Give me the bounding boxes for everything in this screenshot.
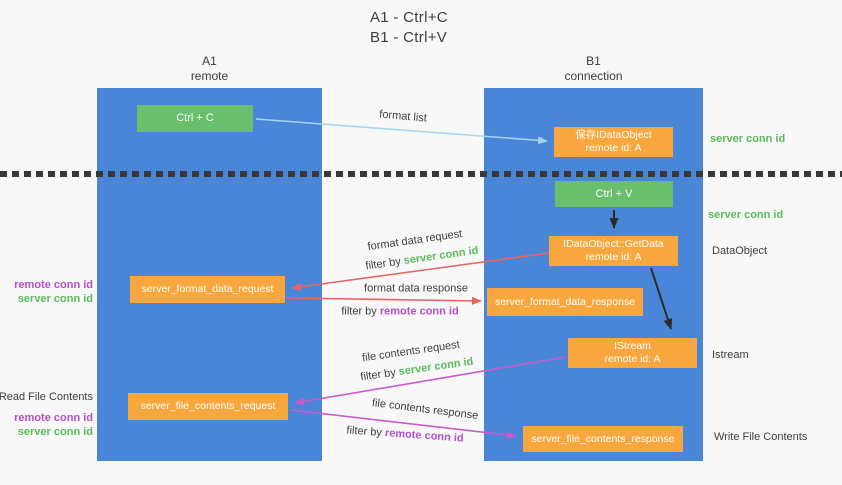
node-file-response-label: server_file_contents_response (531, 432, 675, 445)
node-format-response-label: server_format_data_response (494, 295, 636, 308)
title-line-paste: B1 - Ctrl+V (370, 29, 448, 46)
node-getdata-line1: IDataObject::GetData (563, 238, 664, 250)
filter-prefix: filter by (346, 424, 386, 440)
lane-header-b1: B1 connection (484, 54, 703, 84)
label-format-list: format list (378, 108, 428, 125)
label-filter-format-response: filter by remote conn id (341, 306, 458, 319)
annotation-istream: Istream (712, 349, 749, 361)
node-format-request-label: server_format_data_request (141, 283, 274, 295)
node-idataobject-getdata: IDataObject::GetData remote id: A (549, 236, 678, 266)
node-ctrl-c: Ctrl + C (137, 105, 253, 132)
annotation-server-conn-id-bottom: server conn id (17, 426, 93, 438)
node-file-request-label: server_file_contents_request (140, 400, 276, 412)
filter-key-server-conn-id: server conn id (402, 244, 480, 267)
node-ctrl-c-label: Ctrl + C (176, 112, 214, 124)
diagram-title: A1 - Ctrl+C B1 - Ctrl+V (370, 8, 448, 48)
node-ctrl-v-label: Ctrl + V (595, 187, 633, 200)
annotation-server-conn-id-mid: server conn id (708, 209, 784, 221)
annotation-read-file-contents: Read File Contents (0, 391, 93, 403)
node-istream-line2: remote id: A (604, 353, 661, 365)
lane-b1-subtitle: connection (564, 69, 623, 83)
filter-prefix: filter by (364, 255, 405, 273)
annotation-remote-conn-id-top: remote conn id (14, 279, 93, 291)
filter-key-remote-conn-id: remote conn id (384, 427, 464, 445)
annotation-dataobject: DataObject (712, 245, 768, 257)
node-istream-line1: IStream (614, 340, 651, 352)
title-line-copy: A1 - Ctrl+C (370, 9, 448, 26)
node-save-idataobject-line2: remote id: A (585, 142, 642, 154)
node-save-idataobject: 保存IDataObject remote id: A (554, 127, 673, 157)
label-format-data-response: format data response (364, 282, 468, 295)
label-filter-file-response: filter by remote conn id (346, 424, 464, 445)
lane-b1-name: B1 (586, 54, 601, 68)
filter-key-remote-conn-id: remote conn id (379, 305, 459, 318)
node-ctrl-v: Ctrl + V (555, 181, 673, 207)
node-server-format-data-response: server_format_data_response (487, 288, 643, 316)
filter-prefix: filter by (359, 366, 400, 384)
annotation-write-file-contents: Write File Contents (714, 431, 808, 443)
label-file-contents-response: file contents response (371, 397, 479, 422)
node-istream: IStream remote id: A (568, 338, 697, 368)
lane-a1-subtitle: remote (190, 69, 229, 83)
dotted-separator (0, 171, 842, 177)
node-server-format-data-request: server_format_data_request (130, 276, 285, 303)
lane-header-a1: A1 remote (97, 54, 322, 84)
node-getdata-line2: remote id: A (585, 251, 642, 263)
filter-prefix: filter by (341, 305, 380, 318)
node-server-file-contents-request: server_file_contents_request (128, 393, 288, 420)
node-server-file-contents-response: server_file_contents_response (523, 426, 683, 452)
lane-a1-name: A1 (202, 54, 217, 68)
node-save-idataobject-line1: 保存IDataObject (575, 129, 652, 141)
annotation-server-conn-id-top: server conn id (710, 133, 786, 145)
annotation-server-conn-id-left-top: server conn id (17, 293, 93, 305)
annotation-remote-conn-id-bottom: remote conn id (14, 412, 93, 424)
filter-key-server-conn-id: server conn id (397, 355, 475, 378)
